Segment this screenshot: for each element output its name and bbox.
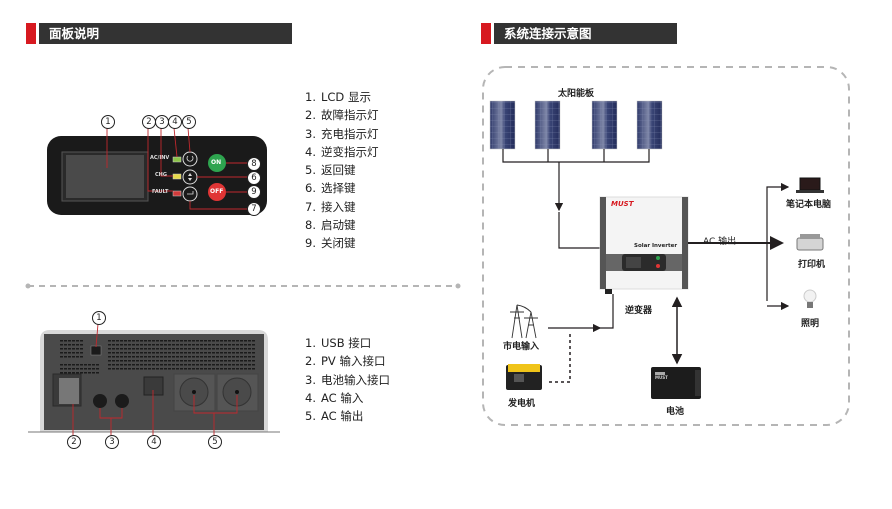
legend-item: 4.逆变指示灯 xyxy=(305,144,379,159)
panel-description-header: 面板说明 xyxy=(26,23,292,44)
inverter-unit xyxy=(599,196,689,294)
ac-inv-label: AC/INV xyxy=(150,155,170,161)
legend-item: 2.PV 输入接口 xyxy=(305,354,386,369)
header-accent xyxy=(26,23,36,44)
callout-4: 4 xyxy=(168,115,182,129)
panel-description-title: 面板说明 xyxy=(39,23,292,44)
rear-callout-1: 1 xyxy=(92,311,106,325)
legend-item: 7.接入键 xyxy=(305,199,356,214)
diagram-frame xyxy=(482,66,850,426)
load-laptop-label: 笔记本电脑 xyxy=(786,200,832,210)
battery-icon xyxy=(651,367,701,399)
ac-output-label: AC 输出 xyxy=(703,237,737,247)
callout-1: 1 xyxy=(101,115,115,129)
battery-brand: MUST xyxy=(655,375,668,380)
system-diagram-header: 系统连接示意图 xyxy=(481,23,677,44)
rear-callout-3: 3 xyxy=(105,435,119,449)
callout-8: 8 xyxy=(247,157,261,171)
legend-item: 5.AC 输出 xyxy=(305,409,364,424)
solar-panels xyxy=(489,100,663,150)
charge-indicator xyxy=(172,173,182,180)
rear-panel xyxy=(28,323,280,436)
inverter-model: Solar Inverter xyxy=(634,243,678,249)
legend-item: 9.关闭键 xyxy=(305,236,356,251)
front-control-panel xyxy=(47,127,267,215)
system-diagram-title: 系统连接示意图 xyxy=(494,23,677,44)
rear-callout-5: 5 xyxy=(208,435,222,449)
header-accent xyxy=(481,23,491,44)
laptop-icon xyxy=(796,177,824,193)
battery-port-positive xyxy=(115,394,129,408)
inverter-label: 逆变器 xyxy=(625,306,653,316)
callout-3: 3 xyxy=(155,115,169,129)
legend-item: 4.AC 输入 xyxy=(305,390,364,405)
rear-callout-4: 4 xyxy=(147,435,161,449)
legend-item: 5.返回键 xyxy=(305,163,356,178)
generator-label: 发电机 xyxy=(508,399,536,409)
load-lighting-label: 照明 xyxy=(801,319,820,329)
callout-2: 2 xyxy=(142,115,156,129)
load-wiring xyxy=(766,182,790,311)
load-printer-label: 打印机 xyxy=(798,260,826,270)
callout-9: 9 xyxy=(247,185,261,199)
power-grid-icon xyxy=(510,304,538,339)
callout-6: 6 xyxy=(247,171,261,185)
generator-icon xyxy=(506,364,542,390)
pv-input-port xyxy=(59,378,79,404)
legend-item: 1.LCD 显示 xyxy=(305,90,371,104)
legend-item: 3.电池输入接口 xyxy=(305,372,390,387)
grid-input-label: 市电输入 xyxy=(503,342,540,352)
on-label: ON xyxy=(211,159,222,166)
off-label: OFF xyxy=(210,188,224,195)
light-bulb-icon xyxy=(803,289,817,308)
callout-5: 5 xyxy=(182,115,196,129)
on-button[interactable] xyxy=(208,154,226,172)
legend-item: 2.故障指示灯 xyxy=(305,108,379,123)
fault-label: FAULT xyxy=(152,189,169,195)
front-panel-legend: 1.LCD 显示 2.故障指示灯 3.充电指示灯 4.逆变指示灯 5.返回键 6… xyxy=(305,88,379,253)
usb-port xyxy=(90,345,102,356)
battery-label: 电池 xyxy=(666,407,685,417)
legend-item: 1.USB 接口 xyxy=(305,336,372,350)
callout-7: 7 xyxy=(247,202,261,216)
legend-item: 6.选择键 xyxy=(305,181,356,196)
fault-indicator xyxy=(172,190,182,197)
solar-panel-label: 太阳能板 xyxy=(558,89,595,99)
printer-icon xyxy=(796,234,824,251)
solar-wiring xyxy=(502,149,650,249)
grid-wiring xyxy=(548,294,614,333)
legend-item: 3.充电指示灯 xyxy=(305,126,379,141)
battery-port-negative xyxy=(93,394,107,408)
ac-inv-indicator xyxy=(172,156,182,163)
rear-callout-2: 2 xyxy=(67,435,81,449)
legend-item: 8.启动键 xyxy=(305,218,356,233)
generator-wiring xyxy=(549,332,571,383)
ac-input-socket xyxy=(143,376,164,396)
off-button[interactable] xyxy=(208,183,226,201)
rear-panel-legend: 1.USB 接口 2.PV 输入接口 3.电池输入接口 4.AC 输入 5.AC… xyxy=(305,334,390,425)
chg-label: CHG xyxy=(155,172,167,178)
inverter-brand: MUST xyxy=(611,200,634,208)
